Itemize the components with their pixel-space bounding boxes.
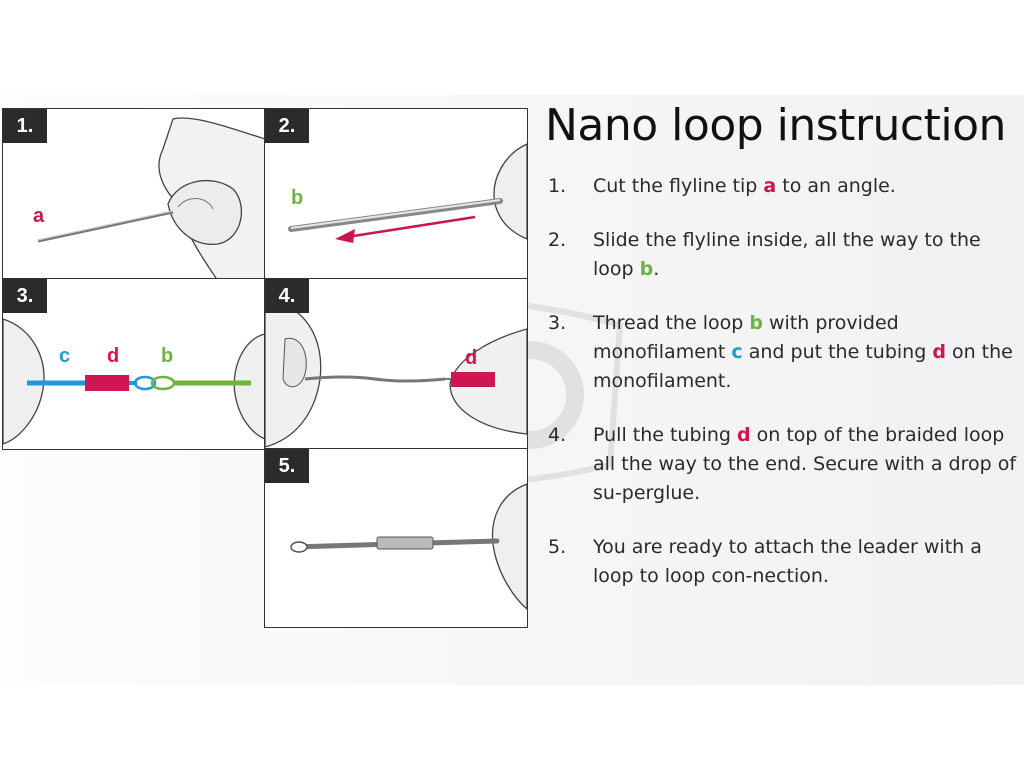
step-text: Thread the loop b with provided monofila… [593,309,1018,396]
panel-number: 2. [265,109,309,143]
illustration-thread-loop [3,318,265,445]
step-text-segment: Cut the flyline tip [593,175,764,197]
panel-step-2: 2. b [264,108,528,280]
step-item: 1. Cut the flyline tip a to an angle. [548,172,1018,201]
label-b: b [291,187,304,209]
label-b: b [749,312,763,334]
step-number: 2. [548,229,567,251]
illustration-cut-tip [37,117,265,279]
step-text-segment: Slide the flyline inside, all the way to… [593,229,981,280]
step-item: 5. You are ready to attach the leader wit… [548,533,1018,591]
step-item: 4. Pull the tubing d on top of the braide… [548,421,1018,508]
panel-number: 5. [265,449,309,483]
step-item: 3. Thread the loop b with provided monofi… [548,309,1018,396]
panel-number: 4. [265,279,309,313]
panel-step-1: 1. a [2,108,266,280]
step-text: You are ready to attach the leader with … [593,533,1018,591]
panel-step-5: 5. [264,448,528,628]
panel-step-4: 4. d [264,278,528,450]
step-text: Pull the tubing d on top of the braided … [593,421,1018,508]
illustration-finished-loop [290,483,527,610]
step-text-segment: on top of the braided loop all the way t… [593,424,1017,504]
step-number: 3. [548,312,567,334]
illustration-slide-flyline [288,143,527,243]
step-number: 5. [548,536,567,558]
label-a: a [33,205,45,227]
label-b: b [639,258,654,280]
step-text-segment: Pull the tubing [593,424,737,446]
illustration-pull-tubing [265,298,527,448]
instruction-steps: 1. Cut the flyline tip a to an angle. 2. Sl… [548,172,1018,616]
label-d: d [932,341,946,363]
step-text-segment: Thread the loop [593,312,750,334]
label-d: d [107,345,120,367]
step-text: Cut the flyline tip a to an angle. [593,172,1018,201]
label-b: b [161,345,174,367]
step-text-segment: to an angle. [776,175,896,197]
panel-step-3: 3. c d b [2,278,266,450]
label-d: d [465,347,478,369]
step-number: 1. [548,175,567,197]
step-text-segment: . [653,258,660,280]
panel-number: 3. [3,279,47,313]
step-item: 2. Slide the flyline inside, all the way … [548,226,1018,284]
page-title: Nano loop instruction [545,100,1006,151]
step-text-segment: on the monofilament. [593,341,1013,392]
label-c: c [59,345,71,367]
panel-number: 1. [3,109,47,143]
step-text: Slide the flyline inside, all the way to… [593,226,1018,284]
step-number: 4. [548,424,567,446]
step-text-segment: You are ready to attach the leader with … [593,536,982,587]
step-text-segment: and put the tubing [742,341,933,363]
label-a: a [763,175,777,197]
label-d: d [736,424,751,446]
step-text-segment: with provided monofilament [593,312,899,363]
label-c: c [731,341,743,363]
